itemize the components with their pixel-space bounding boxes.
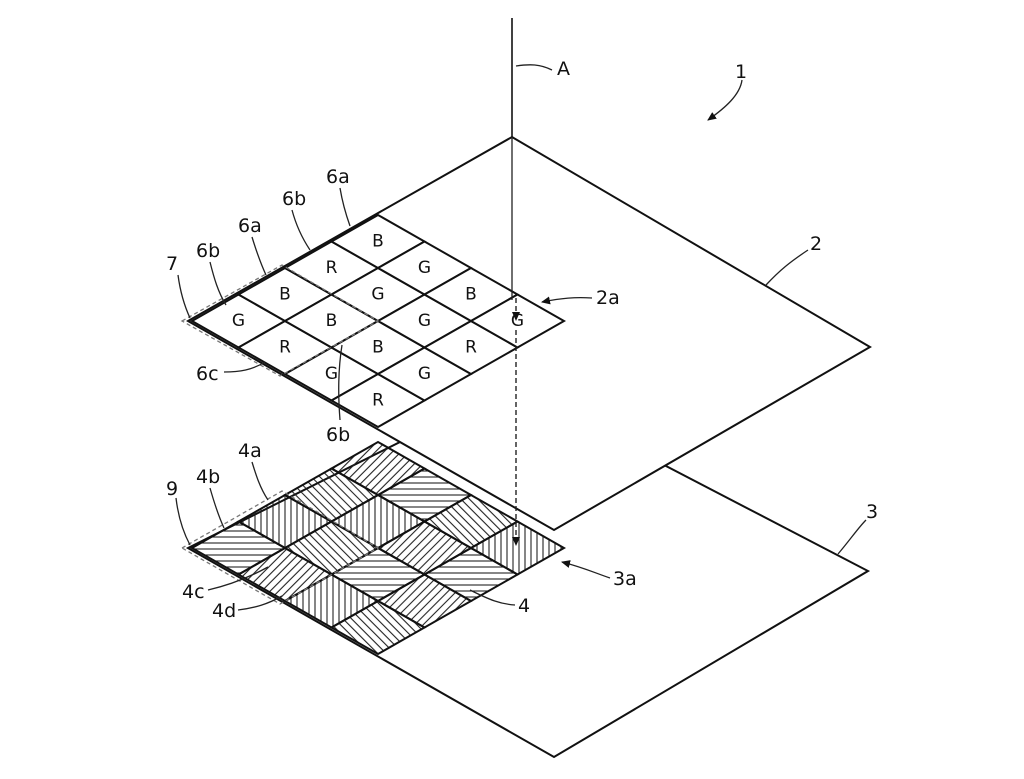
label-filter-6b-top: 6b (282, 188, 306, 210)
label-filter-6a-left: 6a (238, 215, 262, 237)
label-pixel-4d: 4d (212, 600, 236, 622)
label-upper-region: 2a (596, 287, 620, 309)
leader-6a-left (251, 236, 267, 276)
filter-cell-letter: G (371, 285, 384, 305)
leader-4b (209, 487, 225, 529)
leader-axis (515, 64, 553, 71)
filter-cell-letter: B (465, 285, 477, 305)
device-arrow (707, 79, 743, 121)
filter-cell-letter: G (418, 364, 431, 384)
leader-6b-bottom (338, 344, 343, 421)
filter-cell-letter: R (372, 391, 384, 411)
filter-cell-letter: R (465, 338, 477, 358)
leader-4a (251, 461, 269, 501)
leader-9 (175, 497, 191, 546)
label-device: 1 (735, 61, 747, 83)
label-axis: A (557, 58, 570, 80)
label-group-9: 9 (166, 478, 178, 500)
leader-6a-top (339, 187, 351, 227)
filter-cell (468, 293, 567, 349)
arrow-3a (561, 560, 611, 579)
filter-cell-letter: G (325, 364, 338, 384)
arrow-2a (541, 296, 593, 305)
pixel-cell (468, 520, 567, 576)
filter-cell-letter: R (279, 338, 291, 358)
label-group-7: 7 (166, 253, 178, 275)
color-filter-array: G R G R B B B G R G G R B G B G (189, 213, 567, 429)
label-filter-6c: 6c (196, 363, 219, 385)
leader-6b-top (291, 209, 311, 251)
filter-cell-letter: B (279, 285, 291, 305)
label-lower-plate: 3 (866, 501, 878, 523)
label-pixel-array: 4 (518, 595, 530, 617)
filter-cell-letter: G (232, 311, 245, 331)
group-outline-upper (180, 264, 380, 377)
filter-cell-letter: G (418, 311, 431, 331)
leader-4c (207, 566, 269, 591)
filter-cell-letter: R (326, 258, 338, 278)
filter-cell-letter: G (511, 311, 524, 331)
leader-6b-left (209, 261, 227, 306)
filter-cell-letter: B (372, 232, 384, 252)
leader-6c (223, 361, 266, 373)
filter-cell-letter: B (326, 311, 338, 331)
filter-cell-letter: B (372, 338, 384, 358)
filter-cell-letter: G (418, 258, 431, 278)
leader-lower-plate (837, 519, 867, 555)
label-pixel-4a: 4a (238, 440, 262, 462)
leader-7 (177, 274, 191, 319)
label-upper-plate: 2 (810, 233, 822, 255)
label-filter-6b-bottom: 6b (326, 424, 350, 446)
label-filter-6b-left: 6b (196, 240, 220, 262)
label-filter-6a-top: 6a (326, 166, 350, 188)
leader-4 (469, 589, 516, 606)
leader-upper-plate (765, 249, 809, 286)
label-lower-region: 3a (613, 568, 637, 590)
leader-4d (237, 595, 283, 611)
group-outline-lower (180, 490, 380, 605)
label-pixel-4b: 4b (196, 466, 220, 488)
label-pixel-4c: 4c (182, 581, 205, 603)
